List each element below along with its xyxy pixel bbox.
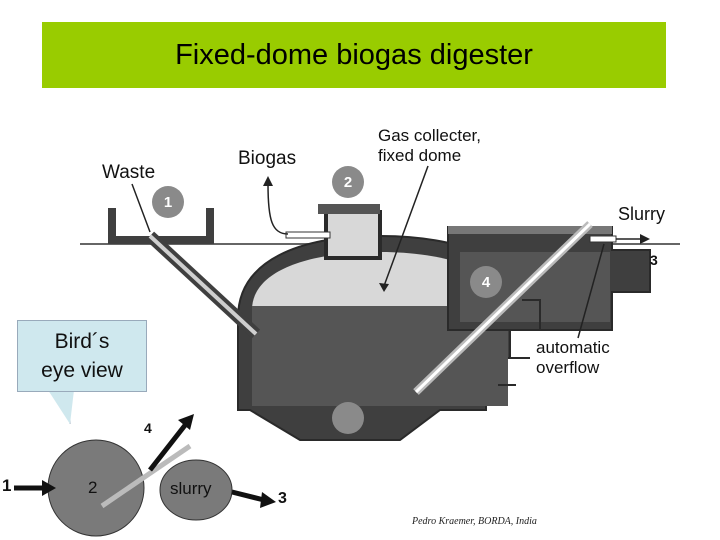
slurry-outlet-pipe	[589, 235, 617, 243]
label-gas-collector-2: fixed dome	[378, 146, 462, 165]
marker-bottom-dot	[332, 402, 364, 434]
birds-eye-label-3: 3	[278, 490, 287, 507]
birds-eye-slurry: slurry	[170, 479, 212, 498]
birds-eye-arrow-3	[231, 489, 265, 503]
birds-eye-callout: Bird´s eye view	[17, 320, 147, 392]
label-waste: Waste	[102, 162, 156, 183]
birds-eye-pipe	[100, 443, 192, 509]
marker-2: 2	[332, 166, 364, 198]
marker-1: 1	[152, 186, 184, 218]
birds-eye-arrow-4-head	[178, 414, 194, 430]
leader-waste	[131, 183, 151, 233]
title-band: Fixed-dome biogas digester	[42, 22, 666, 88]
gas-dome	[252, 252, 508, 310]
dome-cap	[318, 204, 380, 214]
birds-eye-arrow-3-head	[260, 492, 276, 508]
callout-line-1: Bird´s	[54, 330, 110, 353]
birds-eye-label-2: 2	[88, 478, 98, 497]
birds-eye-arrow-4	[148, 422, 188, 472]
marker-4: 4	[470, 266, 502, 298]
callout-tail	[48, 390, 74, 424]
leader-gas-dome-head	[379, 283, 389, 292]
credit-line: Pedro Kraemer, BORDA, India	[412, 516, 537, 527]
label-slurry-outlet: Slurry	[618, 204, 666, 224]
label-automatic-1: automatic	[536, 338, 610, 357]
label-biogas: Biogas	[238, 148, 297, 169]
callout-line-2: eye view	[41, 359, 123, 382]
birds-eye-label-1: 1	[2, 476, 12, 495]
page-title: Fixed-dome biogas digester	[175, 38, 533, 71]
marker-3: 3	[650, 252, 658, 268]
overflow-pipe-edge	[414, 222, 592, 394]
birds-eye-outlet	[159, 459, 233, 521]
dome-neck	[324, 210, 382, 260]
biogas-pipe	[285, 231, 331, 239]
biogas-pipe-line	[267, 183, 289, 235]
birds-eye-label-4: 4	[144, 420, 152, 436]
leader-gas-dome	[383, 165, 429, 287]
label-automatic-2: overflow	[536, 358, 600, 377]
inlet-pipe-inner	[148, 234, 258, 336]
leader-overflow	[577, 243, 605, 339]
stepped-wall	[498, 299, 541, 386]
slurry-outlet-arrow	[640, 234, 650, 244]
chamber-top	[448, 226, 612, 234]
biogas-arrow	[263, 176, 273, 186]
label-gas-collector-1: Gas collecter,	[378, 126, 481, 145]
birds-eye-arrow-1-head	[42, 480, 56, 496]
